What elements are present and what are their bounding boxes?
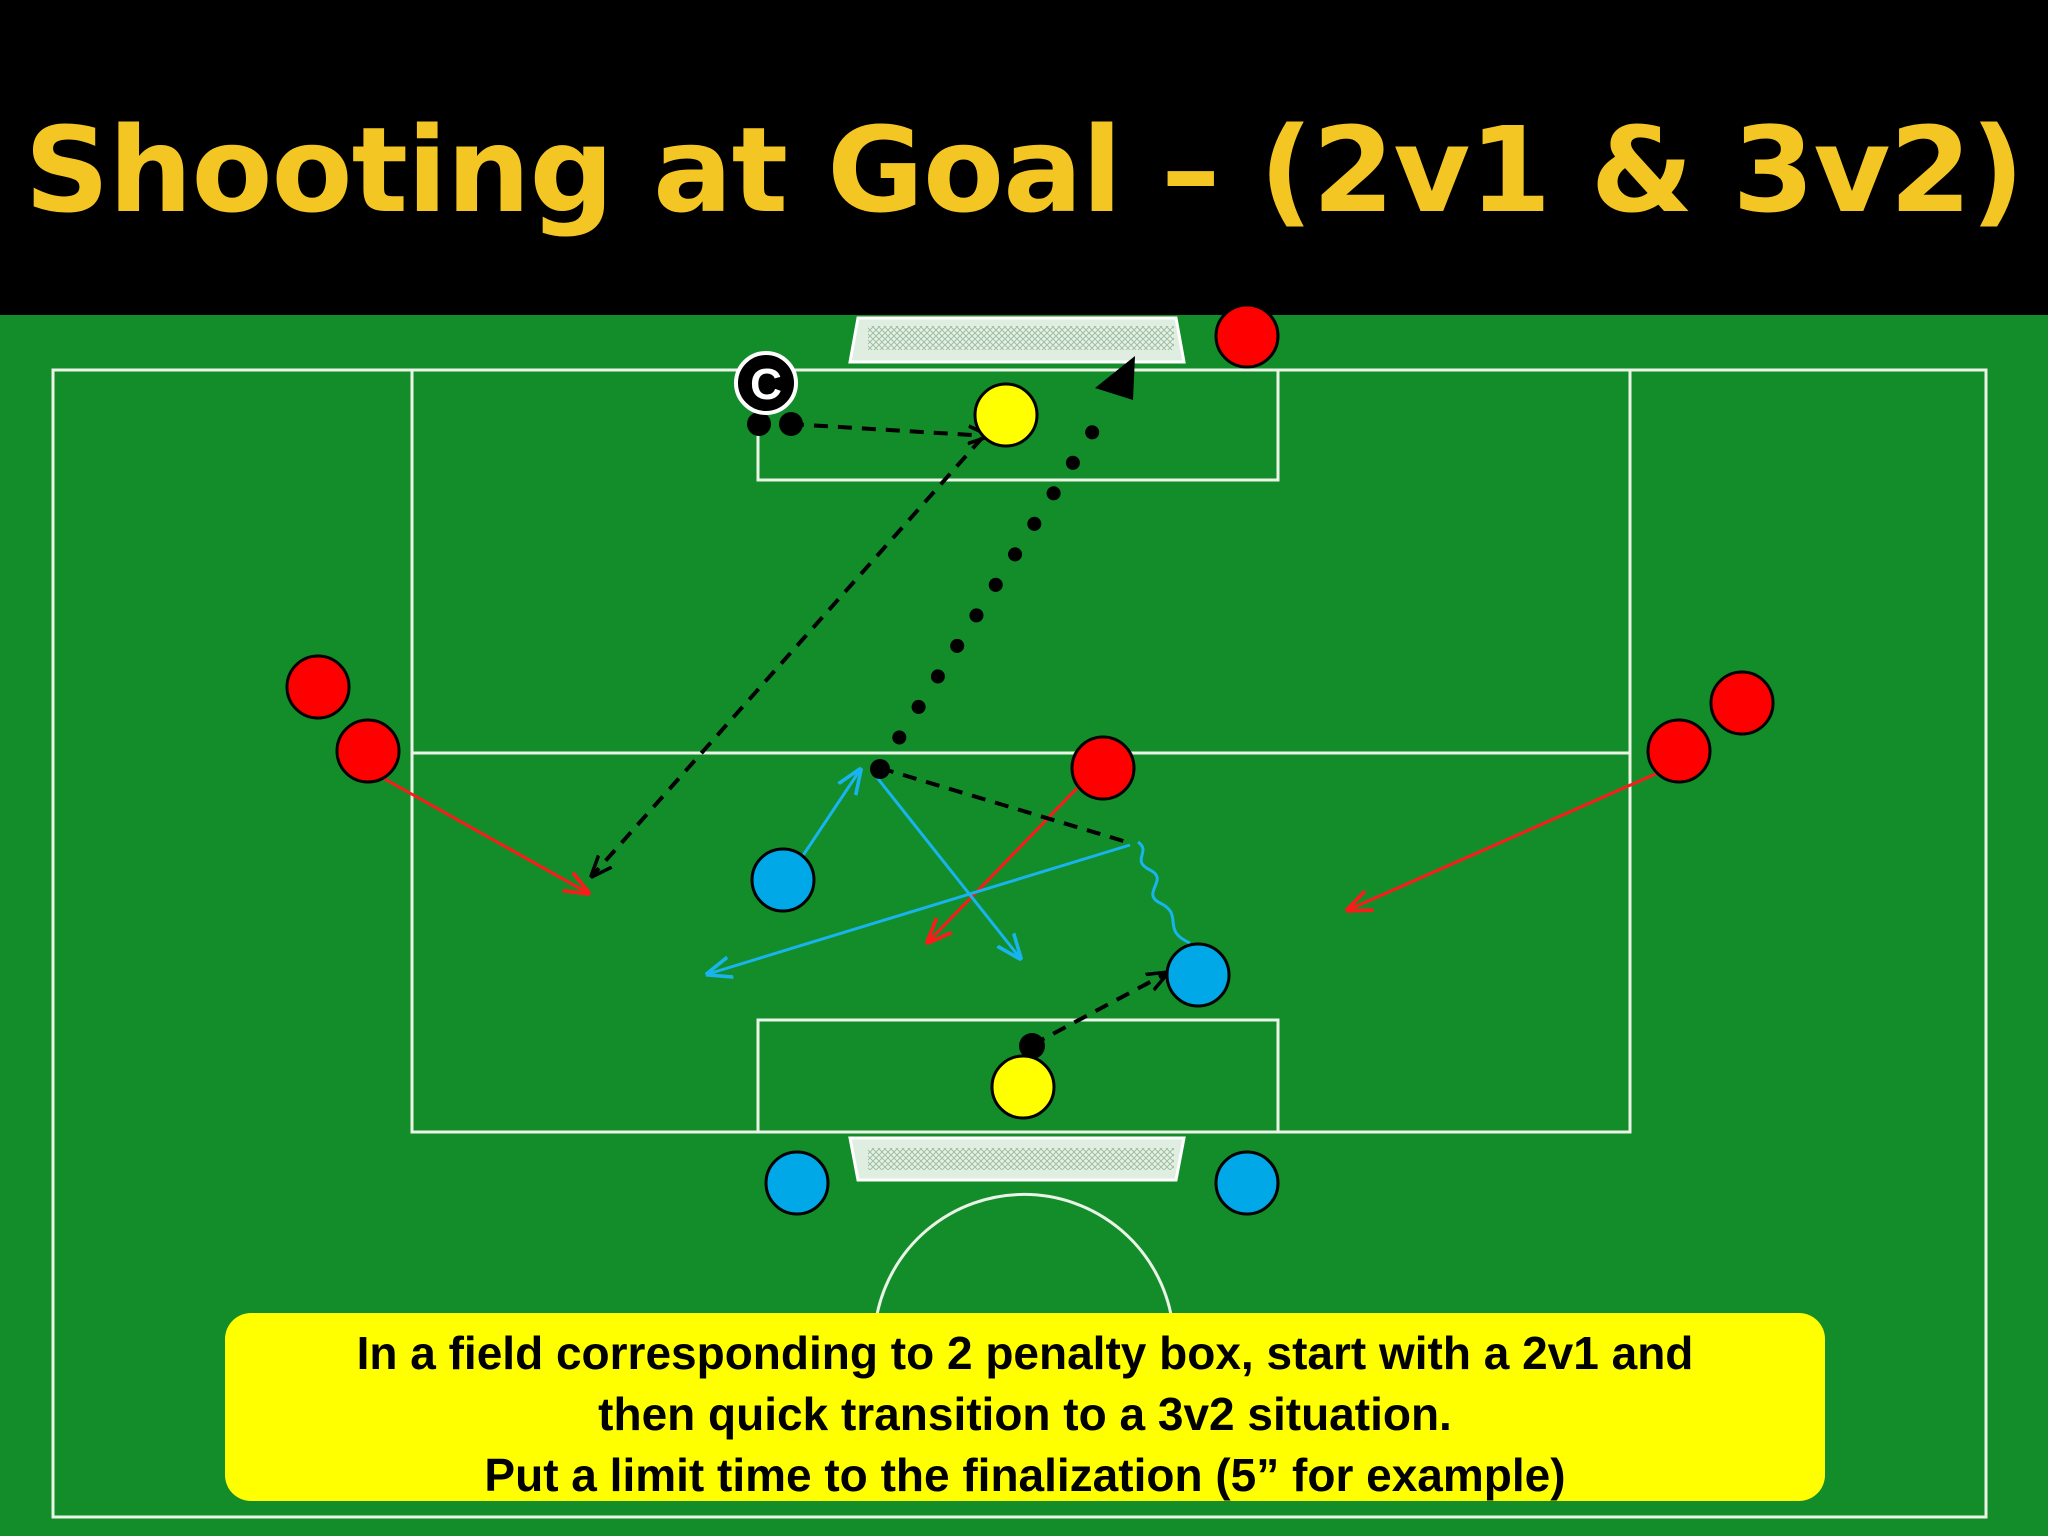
blue-player bbox=[750, 847, 816, 913]
caption-line-2: then quick transition to a 3v2 situation… bbox=[598, 1388, 1452, 1440]
coach-label: C bbox=[750, 360, 782, 409]
coach-pass bbox=[789, 422, 988, 436]
players bbox=[285, 303, 1775, 1216]
red-player bbox=[1214, 303, 1280, 369]
ball bbox=[779, 412, 803, 436]
blue-run-diagonal bbox=[873, 774, 1020, 958]
red-run-center bbox=[928, 778, 1087, 942]
bottom-goal-area bbox=[756, 1018, 1280, 1134]
ball bbox=[747, 412, 771, 436]
blue-run-up bbox=[798, 770, 860, 861]
top-goalkeeper bbox=[973, 382, 1039, 448]
keeper-long-pass bbox=[592, 436, 984, 876]
red-player bbox=[1709, 670, 1775, 736]
keeper-short-pass bbox=[1031, 973, 1167, 1047]
shot-arrowhead bbox=[1095, 356, 1135, 400]
ball bbox=[1019, 1033, 1045, 1059]
coach-marker: C bbox=[734, 351, 798, 415]
shot-dotted bbox=[873, 405, 1112, 775]
caption-box: In a field corresponding to 2 penalty bo… bbox=[225, 1313, 1825, 1501]
balls bbox=[747, 412, 1045, 1059]
black-passes bbox=[592, 356, 1167, 1047]
red-player bbox=[285, 654, 351, 720]
blue-player bbox=[1214, 1150, 1280, 1216]
return-pass bbox=[879, 766, 1131, 845]
bottom-goal bbox=[848, 1136, 1186, 1182]
blue-runs bbox=[708, 770, 1191, 974]
red-player bbox=[1070, 735, 1136, 801]
ball bbox=[870, 759, 890, 779]
caption-line-1: In a field corresponding to 2 penalty bo… bbox=[356, 1327, 1694, 1379]
bottom-goalkeeper bbox=[990, 1054, 1056, 1120]
blue-player bbox=[1165, 942, 1231, 1008]
title-bar: Shooting at Goal – (2v1 & 3v2) bbox=[0, 0, 2048, 315]
center-circle-arc bbox=[874, 1192, 1174, 1321]
red-runs bbox=[382, 770, 1661, 942]
red-run-left bbox=[382, 776, 588, 893]
red-run-right bbox=[1348, 770, 1661, 910]
slide-title: Shooting at Goal – (2v1 & 3v2) bbox=[24, 101, 2025, 239]
blue-player bbox=[764, 1150, 830, 1216]
red-player bbox=[1646, 718, 1712, 784]
top-goal bbox=[848, 316, 1186, 364]
caption-line-3: Put a limit time to the finalization (5”… bbox=[484, 1449, 1566, 1501]
red-player bbox=[335, 718, 401, 784]
blue-dribble bbox=[1136, 840, 1191, 945]
blue-pass-long bbox=[708, 843, 1131, 974]
coach-icon bbox=[734, 351, 798, 415]
